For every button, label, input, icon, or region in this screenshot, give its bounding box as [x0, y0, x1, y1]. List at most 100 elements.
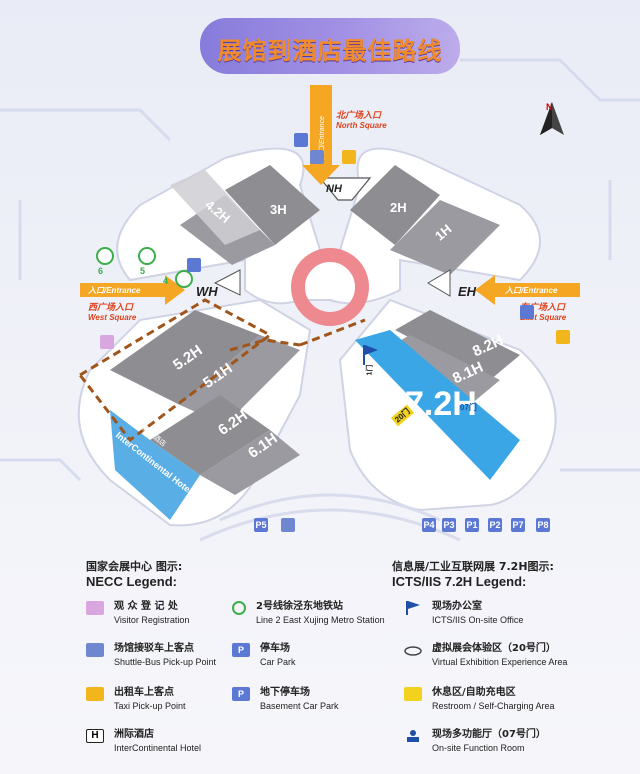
- parking-p3[interactable]: P3: [442, 518, 456, 532]
- legend-virtual-exhibition: 虚拟展会体验区（20号门） Virtual Exhibition Experie…: [404, 642, 567, 669]
- hall-3h-label: 3H: [270, 202, 287, 217]
- hotel-icon: H: [86, 729, 104, 743]
- parking-p4[interactable]: P4: [422, 518, 436, 532]
- icts-legend-heading-cn: 信息展/工业互联网展 7.2H图示:: [392, 560, 554, 573]
- hall-4-2h[interactable]: [170, 170, 260, 245]
- flag-icon: [404, 601, 422, 615]
- gate-eh: EH: [458, 284, 477, 299]
- door-07-label: 07门: [460, 403, 477, 412]
- legend-label-cn: 出租车上客点: [114, 687, 174, 698]
- metro-icon: [232, 601, 246, 615]
- metro-icon[interactable]: [175, 270, 193, 288]
- legend-car-park: P 停车场 Car Park: [232, 642, 296, 669]
- background-lines: [0, 58, 640, 482]
- parking-p2[interactable]: P2: [488, 518, 502, 532]
- legend-label-cn: 停车场: [260, 643, 290, 654]
- shuttle-bus-icon[interactable]: [310, 150, 324, 164]
- route-box-west: [77, 298, 273, 443]
- legend-hotel: H 洲际酒店 InterContinental Hotel: [86, 728, 201, 755]
- parking-p1[interactable]: P1: [465, 518, 479, 532]
- legend-label-cn: 观 众 登 记 处: [114, 601, 178, 612]
- onsite-office-flag-icon: [363, 345, 378, 365]
- title-banner: 展馆到酒店最佳路线: [200, 18, 460, 74]
- legend-label-cn: 地下停车场: [260, 687, 310, 698]
- compass-icon: [540, 102, 564, 135]
- taxi-icon[interactable]: [556, 330, 570, 344]
- west-square-cn: 西广场入口: [88, 303, 134, 313]
- parking-north-icon[interactable]: [294, 133, 308, 147]
- gate-nh: NH: [326, 183, 342, 195]
- route-path: [229, 338, 301, 352]
- legend-function-room: 现场多功能厅（07号门） On-site Function Room: [404, 728, 546, 755]
- hall-7-2h-label: 7.2H: [405, 385, 477, 423]
- necc-legend-heading-en: NECC Legend:: [86, 574, 177, 589]
- legend-label-en: Restroom / Self-Charging Area: [432, 701, 555, 711]
- shuttle-bus-icon: [86, 643, 104, 657]
- page-title: 展馆到酒店最佳路线: [217, 37, 443, 65]
- west-square-en: West Square: [88, 313, 137, 322]
- hall-1h[interactable]: [390, 200, 500, 275]
- taxi-icon: [86, 687, 104, 701]
- legend-label-en: Virtual Exhibition Experience Area: [432, 657, 568, 667]
- legend-label-en: Line 2 East Xujing Metro Station: [256, 615, 385, 625]
- legend-shuttle-bus: 场馆接驳车上客点 Shuttle-Bus Pick-up Point: [86, 642, 216, 669]
- hall-2h[interactable]: [350, 165, 440, 245]
- parking-p7[interactable]: P7: [511, 518, 525, 532]
- necc-legend-heading-cn: 国家会展中心 图示:: [86, 560, 183, 573]
- metro-icon[interactable]: [96, 247, 114, 265]
- legend-label-cn: 休息区/自助充电区: [432, 687, 516, 698]
- halls-north: [170, 165, 500, 275]
- hall-5-2h[interactable]: [110, 310, 260, 405]
- legend-label-cn: 场馆接驳车上客点: [114, 643, 194, 654]
- car-park-icon: P: [232, 643, 250, 657]
- title-brush: [200, 18, 460, 74]
- hall-6-2h[interactable]: [150, 395, 270, 475]
- hall-8-2h[interactable]: [395, 310, 520, 380]
- legend-label-en: ICTS/IIS On-site Office: [432, 615, 524, 625]
- function-room-icon: [404, 729, 422, 743]
- metro-line-label: 4: [163, 276, 169, 286]
- legend-onsite-office: 现场办公室 ICTS/IIS On-site Office: [404, 600, 523, 627]
- route-connector: [299, 318, 366, 347]
- parking-east-icon[interactable]: [520, 305, 534, 319]
- visitor-registration-icon[interactable]: [100, 335, 114, 349]
- east-square-cn: 东广场入口: [520, 303, 566, 313]
- metro-icon[interactable]: [138, 247, 156, 265]
- hall-6-1h[interactable]: [200, 430, 300, 495]
- visitor-registration-icon: [86, 601, 104, 615]
- legend-metro: 2号线徐泾东地铁站 Line 2 East Xujing Metro Stati…: [232, 600, 385, 627]
- compass-label: N: [546, 102, 553, 112]
- parking-p5[interactable]: P5: [254, 518, 268, 532]
- west-entrance-text: 入口/Entrance: [88, 286, 141, 295]
- legend-label-cn: 洲际酒店: [114, 729, 154, 740]
- gate-wh: WH: [196, 284, 218, 299]
- legend-basement-car-park: P 地下停车场 Basement Car Park: [232, 686, 339, 713]
- metro-line-label: 5: [140, 266, 146, 276]
- legend-label-en: Basement Car Park: [260, 701, 339, 711]
- hall-7-2h[interactable]: [355, 330, 520, 480]
- legend-label-cn: 现场多功能厅（07号门）: [432, 729, 546, 740]
- legend-label-en: InterContinental Hotel: [114, 743, 202, 753]
- gate-nh-funnel: [318, 177, 372, 201]
- hall-3h[interactable]: [225, 165, 320, 245]
- legend-visitor-registration: 观 众 登 记 处 Visitor Registration: [86, 600, 189, 627]
- east-entrance-arrow[interactable]: [475, 275, 580, 305]
- shuttle-bus-icon[interactable]: [281, 518, 295, 532]
- parking-west-icon[interactable]: [187, 258, 201, 272]
- gate-eh-funnel: [427, 269, 451, 297]
- north-square-en: North Square: [336, 121, 387, 130]
- hall-2h-label: 2H: [390, 200, 407, 215]
- door-1-label: 1门: [366, 364, 374, 376]
- halls-east: [355, 310, 520, 480]
- legend-label-en: Visitor Registration: [114, 615, 190, 625]
- gate-wh-funnel: [213, 269, 241, 296]
- taxi-icon[interactable]: [342, 150, 356, 164]
- restroom-charging-icon: [404, 687, 422, 701]
- legend-label-en: Car Park: [260, 657, 296, 667]
- parking-p8[interactable]: P8: [536, 518, 550, 532]
- west-entrance-arrow[interactable]: [80, 275, 185, 305]
- east-square-en: East Square: [520, 313, 567, 322]
- basement-car-park-icon: P: [232, 687, 250, 701]
